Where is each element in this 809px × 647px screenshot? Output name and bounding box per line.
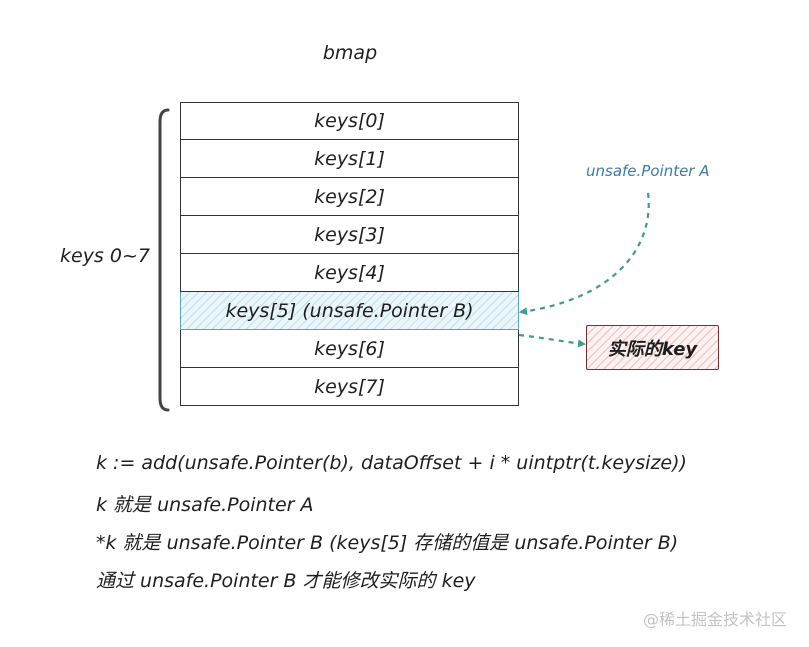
key-cell-label: keys[1] (314, 147, 385, 170)
key-cell-label: keys[3] (314, 223, 385, 246)
keys-range-label: keys 0~7 (60, 245, 150, 267)
explanation-notes: k := add(unsafe.Pointer(b), dataOffset +… (96, 452, 687, 604)
key-cell-label: keys[2] (314, 185, 385, 208)
key-cell-5-highlighted: keys[5] (unsafe.Pointer B) (180, 292, 519, 330)
diagram-title: bmap (322, 42, 378, 64)
key-cell-label: keys[7] (314, 375, 385, 398)
bmap-key-stack: keys[0] keys[1] keys[2] keys[3] keys[4] … (180, 102, 519, 406)
key-cell-1: keys[1] (180, 140, 519, 178)
key-cell-0: keys[0] (180, 102, 519, 140)
key-cell-label: keys[5] (unsafe.Pointer B) (225, 299, 474, 322)
pointer-a-arrow (519, 192, 650, 316)
note-line: k := add(unsafe.Pointer(b), dataOffset +… (96, 452, 687, 474)
key-cell-6: keys[6] (180, 330, 519, 368)
pointer-a-label: unsafe.Pointer A (586, 162, 710, 180)
note-line: *k 就是 unsafe.Pointer B (keys[5] 存储的值是 un… (96, 532, 679, 554)
key-cell-label: keys[0] (314, 110, 385, 132)
actual-key-box: 实际的key (586, 325, 719, 370)
key-cell-3: keys[3] (180, 216, 519, 254)
key-cell-label: keys[6] (314, 337, 385, 360)
note-line: k 就是 unsafe.Pointer A (96, 494, 314, 516)
key-cell-4: keys[4] (180, 254, 519, 292)
note-line: 通过 unsafe.Pointer B 才能修改实际的 key (96, 570, 476, 592)
watermark: @稀土掘金技术社区 (642, 610, 787, 629)
keys-range-bracket (158, 108, 170, 412)
key-cell-label: keys[4] (314, 261, 385, 284)
pointer-b-arrow (518, 333, 586, 348)
key-cell-2: keys[2] (180, 178, 519, 216)
actual-key-label: 实际的key (607, 338, 698, 360)
key-cell-7: keys[7] (180, 368, 519, 406)
